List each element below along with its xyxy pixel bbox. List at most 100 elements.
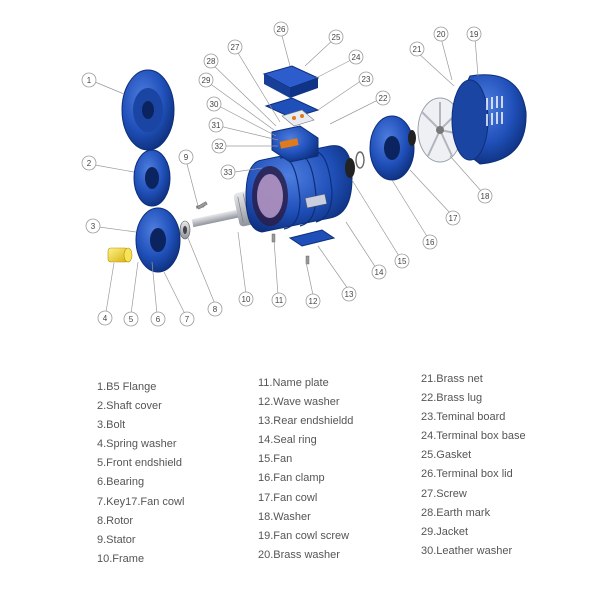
callout-7: 7 bbox=[179, 311, 195, 327]
legend-item: 4.Spring washer bbox=[97, 438, 177, 451]
callout-5: 5 bbox=[123, 311, 139, 327]
svg-text:18: 18 bbox=[481, 192, 490, 201]
legend-item: 29.Jacket bbox=[421, 525, 469, 538]
exploded-motor-diagram: 1 2 3 4 5 6 7 8 9 10 11 12 13 14 15 16 1… bbox=[81, 21, 527, 327]
leader-lines bbox=[94, 31, 483, 315]
terminal-box-lid-part bbox=[262, 65, 320, 98]
callout-11: 11 bbox=[271, 292, 287, 308]
legend-item: 28.Earth mark bbox=[421, 506, 491, 519]
fan-part bbox=[417, 97, 463, 163]
callout-16: 16 bbox=[422, 234, 438, 250]
svg-text:27: 27 bbox=[231, 43, 240, 52]
legend-item: 5.Front endshield bbox=[97, 457, 182, 470]
legend-item: 2.Shaft cover bbox=[97, 400, 162, 413]
svg-text:31: 31 bbox=[212, 121, 221, 130]
legend-item: 9.Stator bbox=[97, 533, 136, 546]
callout-10: 10 bbox=[238, 291, 254, 307]
legend-item: 8.Rotor bbox=[97, 514, 134, 527]
callout-18: 18 bbox=[477, 188, 493, 204]
legend-item: 20.Brass washer bbox=[258, 548, 340, 561]
legend-item: 21.Brass net bbox=[421, 373, 483, 385]
bearing-part bbox=[179, 220, 191, 240]
callout-20: 20 bbox=[433, 26, 449, 42]
svg-text:4: 4 bbox=[103, 314, 108, 323]
screw-parts bbox=[196, 201, 310, 265]
callout-4: 4 bbox=[97, 310, 113, 326]
callout-31: 31 bbox=[208, 117, 224, 133]
callout-17: 17 bbox=[445, 210, 461, 226]
legend-item: 1.B5 Flange bbox=[97, 381, 157, 393]
legend-item: 27.Screw bbox=[421, 487, 467, 500]
parts-legend: 1.B5 Flange 2.Shaft cover 3.Bolt 4.Sprin… bbox=[0, 370, 600, 580]
legend-item: 12.Wave washer bbox=[258, 396, 340, 409]
svg-text:9: 9 bbox=[184, 153, 189, 162]
callout-1: 1 bbox=[81, 72, 97, 88]
svg-text:33: 33 bbox=[224, 168, 233, 177]
legend-item: 25.Gasket bbox=[421, 449, 472, 462]
legend-item: 19.Fan cowl screw bbox=[258, 529, 350, 542]
legend-item: 23.Teminal board bbox=[421, 411, 506, 424]
svg-text:25: 25 bbox=[332, 33, 341, 42]
legend-column-2: 11.Name plate 12.Wave washer 13.Rear end… bbox=[258, 374, 353, 565]
legend-item: 15.Fan bbox=[258, 453, 293, 466]
legend-item: 24.Terminal box base bbox=[421, 430, 526, 443]
callout-15: 15 bbox=[394, 253, 410, 269]
svg-text:30: 30 bbox=[210, 100, 219, 109]
svg-text:26: 26 bbox=[277, 25, 286, 34]
legend-item: 30.Leather washer bbox=[421, 544, 513, 557]
legend-item: 17.Fan cowl bbox=[258, 491, 318, 504]
legend-item: 6.Bearing bbox=[97, 476, 145, 489]
callout-28: 28 bbox=[203, 53, 219, 69]
callout-25: 25 bbox=[328, 29, 344, 45]
svg-text:20: 20 bbox=[437, 30, 446, 39]
callout-32: 32 bbox=[211, 138, 227, 154]
callout-3: 3 bbox=[85, 218, 101, 234]
shaft-cover-part bbox=[133, 149, 171, 207]
callout-30: 30 bbox=[206, 96, 222, 112]
svg-text:32: 32 bbox=[215, 142, 224, 151]
legend-item: 11.Name plate bbox=[258, 377, 329, 389]
legend-column-3: 21.Brass net 22.Brass lug 23.Teminal boa… bbox=[421, 370, 526, 561]
callout-23: 23 bbox=[358, 71, 374, 87]
svg-text:14: 14 bbox=[375, 268, 384, 277]
callout-8: 8 bbox=[207, 301, 223, 317]
svg-text:17: 17 bbox=[449, 214, 458, 223]
svg-text:2: 2 bbox=[87, 159, 92, 168]
callout-19: 19 bbox=[466, 26, 482, 42]
spring-washer-part bbox=[107, 247, 133, 263]
callout-2: 2 bbox=[81, 155, 97, 171]
svg-text:22: 22 bbox=[379, 94, 388, 103]
name-plate-part bbox=[288, 229, 336, 247]
callout-29: 29 bbox=[198, 72, 214, 88]
svg-text:19: 19 bbox=[470, 30, 479, 39]
front-endshield-part bbox=[135, 207, 181, 273]
svg-text:8: 8 bbox=[213, 305, 218, 314]
callout-9: 9 bbox=[178, 149, 194, 165]
svg-text:13: 13 bbox=[345, 290, 354, 299]
seal-ring-part bbox=[345, 151, 365, 178]
svg-text:10: 10 bbox=[242, 295, 251, 304]
svg-text:16: 16 bbox=[426, 238, 435, 247]
legend-item: 13.Rear endshieldd bbox=[258, 415, 354, 428]
svg-text:29: 29 bbox=[202, 76, 211, 85]
callout-6: 6 bbox=[150, 311, 166, 327]
callout-22: 22 bbox=[375, 90, 391, 106]
svg-text:12: 12 bbox=[309, 297, 318, 306]
legend-item: 7.Key17.Fan cowl bbox=[97, 495, 185, 508]
fan-cowl-part bbox=[451, 74, 527, 165]
legend-item: 26.Terminal box lid bbox=[421, 468, 513, 481]
svg-text:23: 23 bbox=[362, 75, 371, 84]
rear-endshield-part bbox=[369, 115, 416, 181]
legend-column-1: 1.B5 Flange 2.Shaft cover 3.Bolt 4.Sprin… bbox=[97, 378, 184, 569]
svg-text:5: 5 bbox=[129, 315, 134, 324]
svg-text:24: 24 bbox=[352, 53, 361, 62]
b5-flange-part bbox=[121, 69, 175, 151]
legend-item: 22.Brass lug bbox=[421, 392, 483, 405]
svg-text:7: 7 bbox=[185, 315, 190, 324]
callout-14: 14 bbox=[371, 264, 387, 280]
svg-text:11: 11 bbox=[275, 296, 284, 305]
svg-text:28: 28 bbox=[207, 57, 216, 66]
callout-12: 12 bbox=[305, 293, 321, 309]
svg-text:6: 6 bbox=[156, 315, 161, 324]
frame-part bbox=[245, 145, 353, 233]
